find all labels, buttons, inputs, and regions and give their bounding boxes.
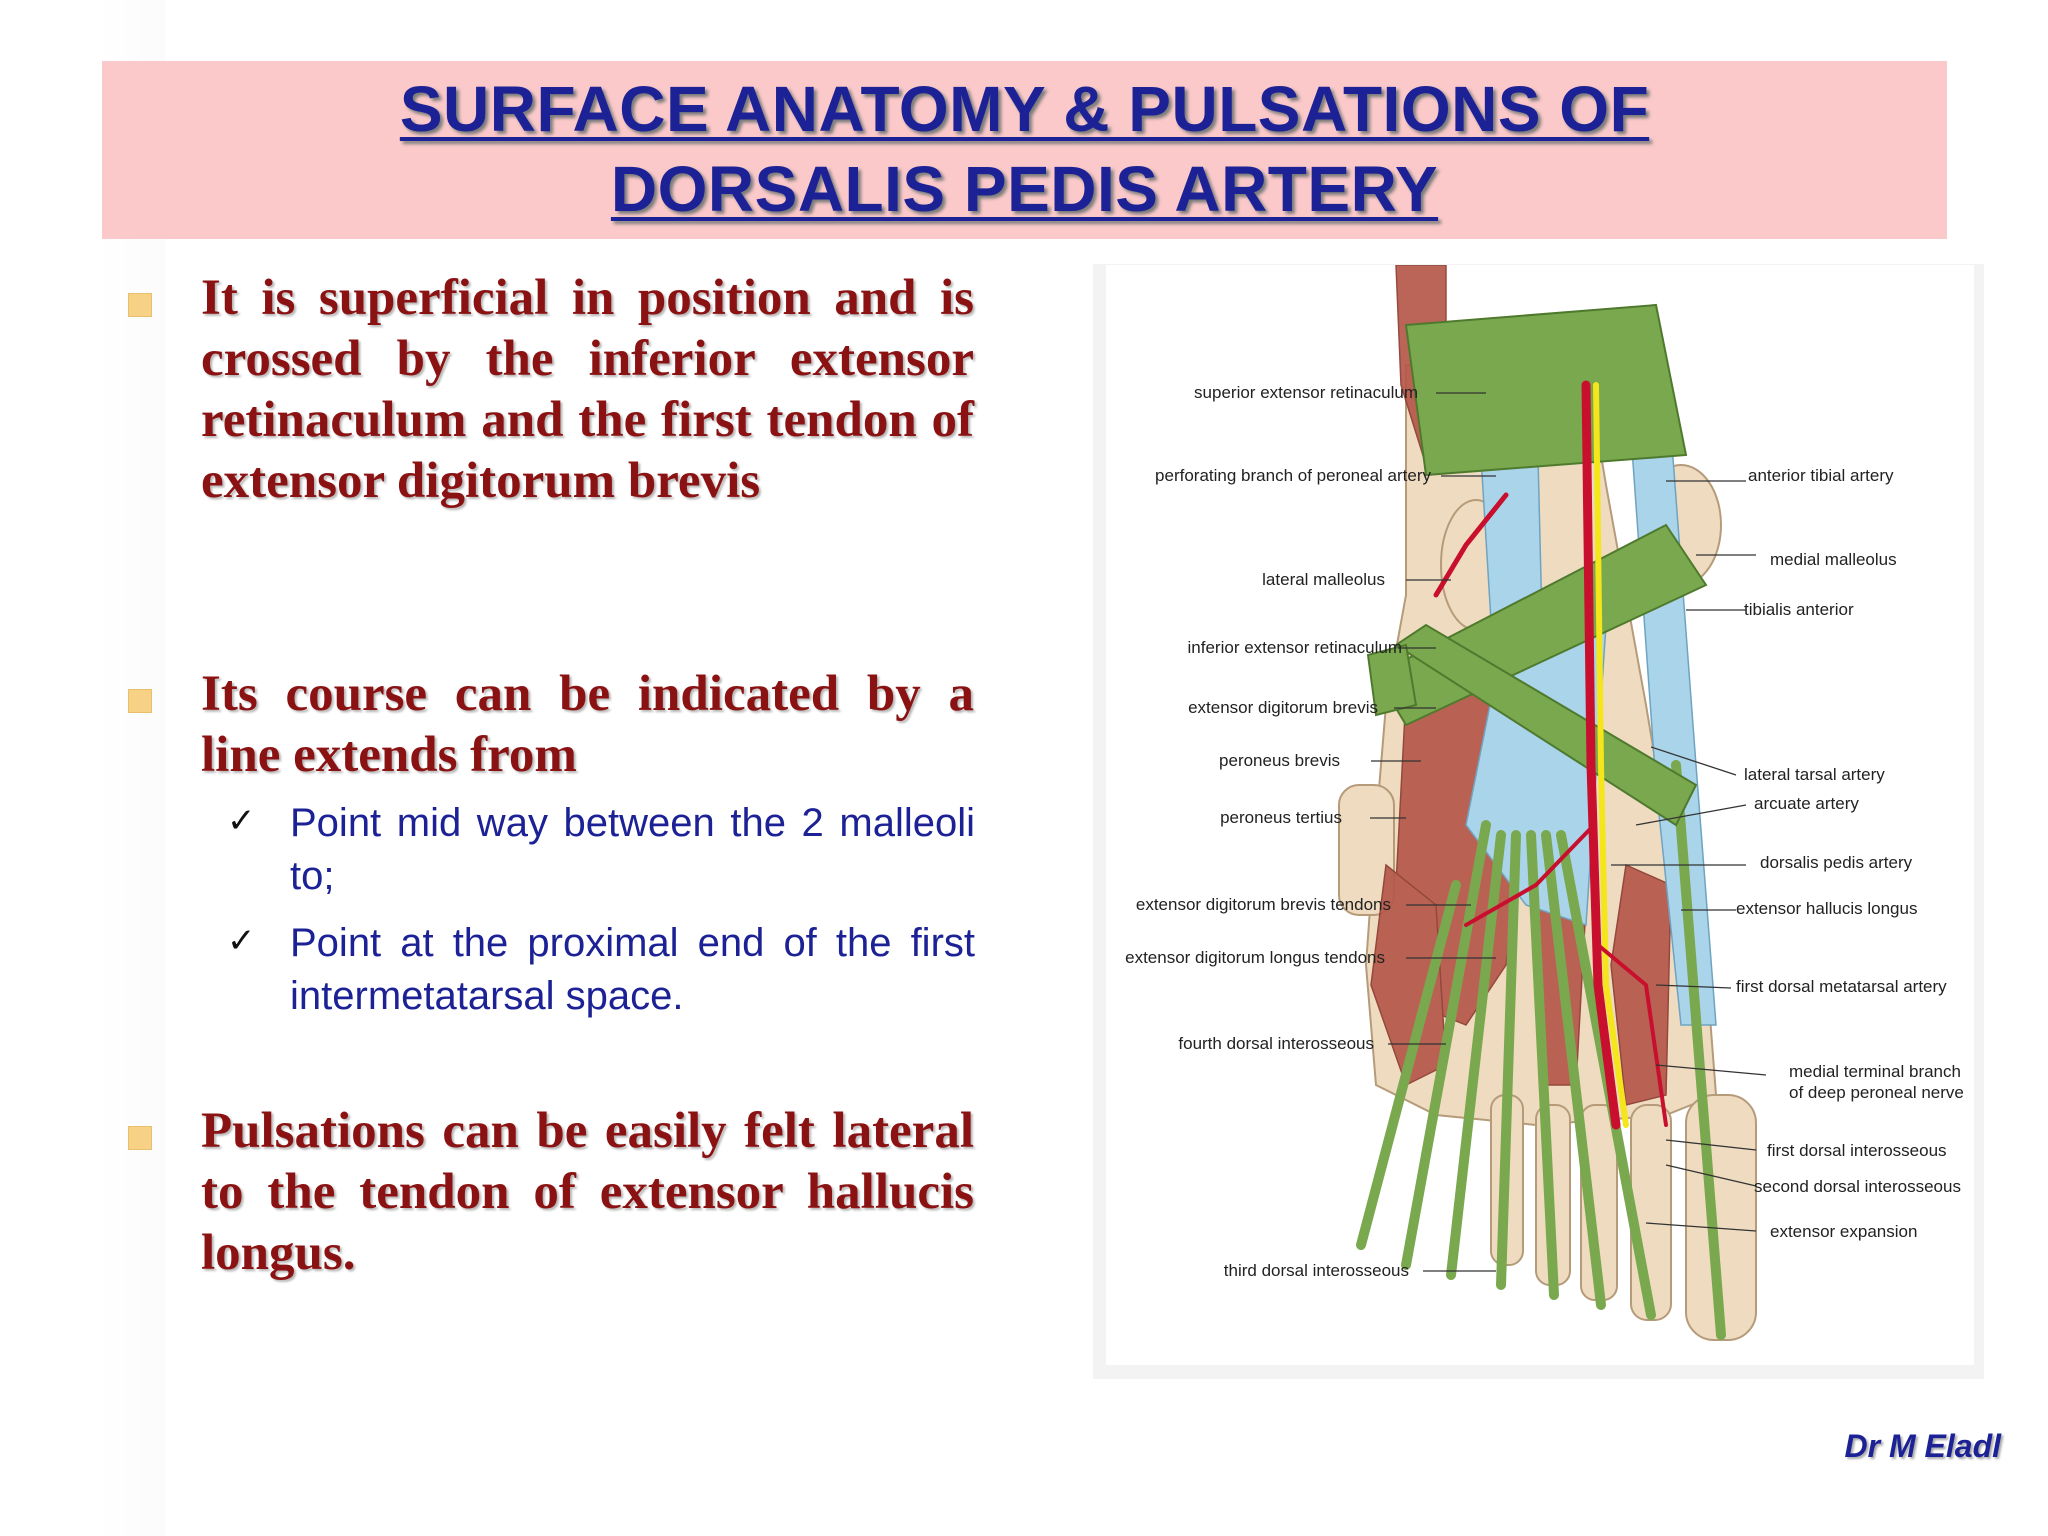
figure-label: peroneus brevis <box>1219 751 1340 770</box>
title-line-1: SURFACE ANATOMY & PULSATIONS OF <box>399 73 1650 145</box>
figure-label: arcuate artery <box>1754 794 1859 813</box>
figure-label: peroneus tertius <box>1220 808 1342 827</box>
figure-label: of deep peroneal nerve <box>1789 1083 1964 1102</box>
title-banner: SURFACE ANATOMY & PULSATIONS OF DORSALIS… <box>102 61 1947 239</box>
author-credit: Dr M Eladl <box>1844 1428 2001 1464</box>
figure-label: dorsalis pedis artery <box>1760 853 1913 872</box>
figure-label: third dorsal interosseous <box>1223 1261 1409 1280</box>
figure-label: second dorsal interosseous <box>1754 1177 1961 1196</box>
figure-label: extensor hallucis longus <box>1736 899 1918 918</box>
figure-label: first dorsal metatarsal artery <box>1736 977 1947 996</box>
bullet-square-icon <box>128 1126 152 1150</box>
figure-label: lateral malleolus <box>1262 570 1385 589</box>
figure-label: extensor digitorum longus tendons <box>1125 948 1385 967</box>
bullet-text: Its course can be indicated by a line ex… <box>201 666 974 783</box>
figure-label: fourth dorsal interosseous <box>1178 1034 1374 1053</box>
figure-label: first dorsal interosseous <box>1767 1141 1947 1160</box>
checkmark-icon: ✓ <box>227 921 256 961</box>
slide-left-margin <box>0 0 165 1536</box>
figure-label: inferior extensor retinaculum <box>1187 638 1402 657</box>
bullet-square-icon <box>128 689 152 713</box>
bullet-text: Pulsations can be easily felt lateral to… <box>201 1103 974 1281</box>
title-line-2: DORSALIS PEDIS ARTERY <box>610 153 1439 225</box>
figure-label: extensor digitorum brevis <box>1188 698 1378 717</box>
figure-label: tibialis anterior <box>1744 600 1854 619</box>
figure-label: medial malleolus <box>1770 550 1897 569</box>
figure-label: extensor expansion <box>1770 1222 1918 1241</box>
checkmark-icon: ✓ <box>227 801 256 841</box>
sub-item-text: Point at the proximal end of the first i… <box>290 921 975 1018</box>
foot-anatomy-illustration <box>1338 265 1767 1341</box>
bullet-square-icon <box>128 293 152 317</box>
figure-label: anterior tibial artery <box>1748 466 1894 485</box>
figure-label: perforating branch of peroneal artery <box>1155 466 1431 485</box>
figure-label: extensor digitorum brevis tendons <box>1135 895 1391 914</box>
bullet-text: It is superficial in position and is cro… <box>201 270 974 509</box>
sub-item-text: Point mid way between the 2 malleoli to; <box>290 801 975 898</box>
figure-label: superior extensor retinaculum <box>1194 383 1418 402</box>
figure-label: medial terminal branch <box>1789 1062 1961 1081</box>
figure-label: lateral tarsal artery <box>1744 765 1885 784</box>
